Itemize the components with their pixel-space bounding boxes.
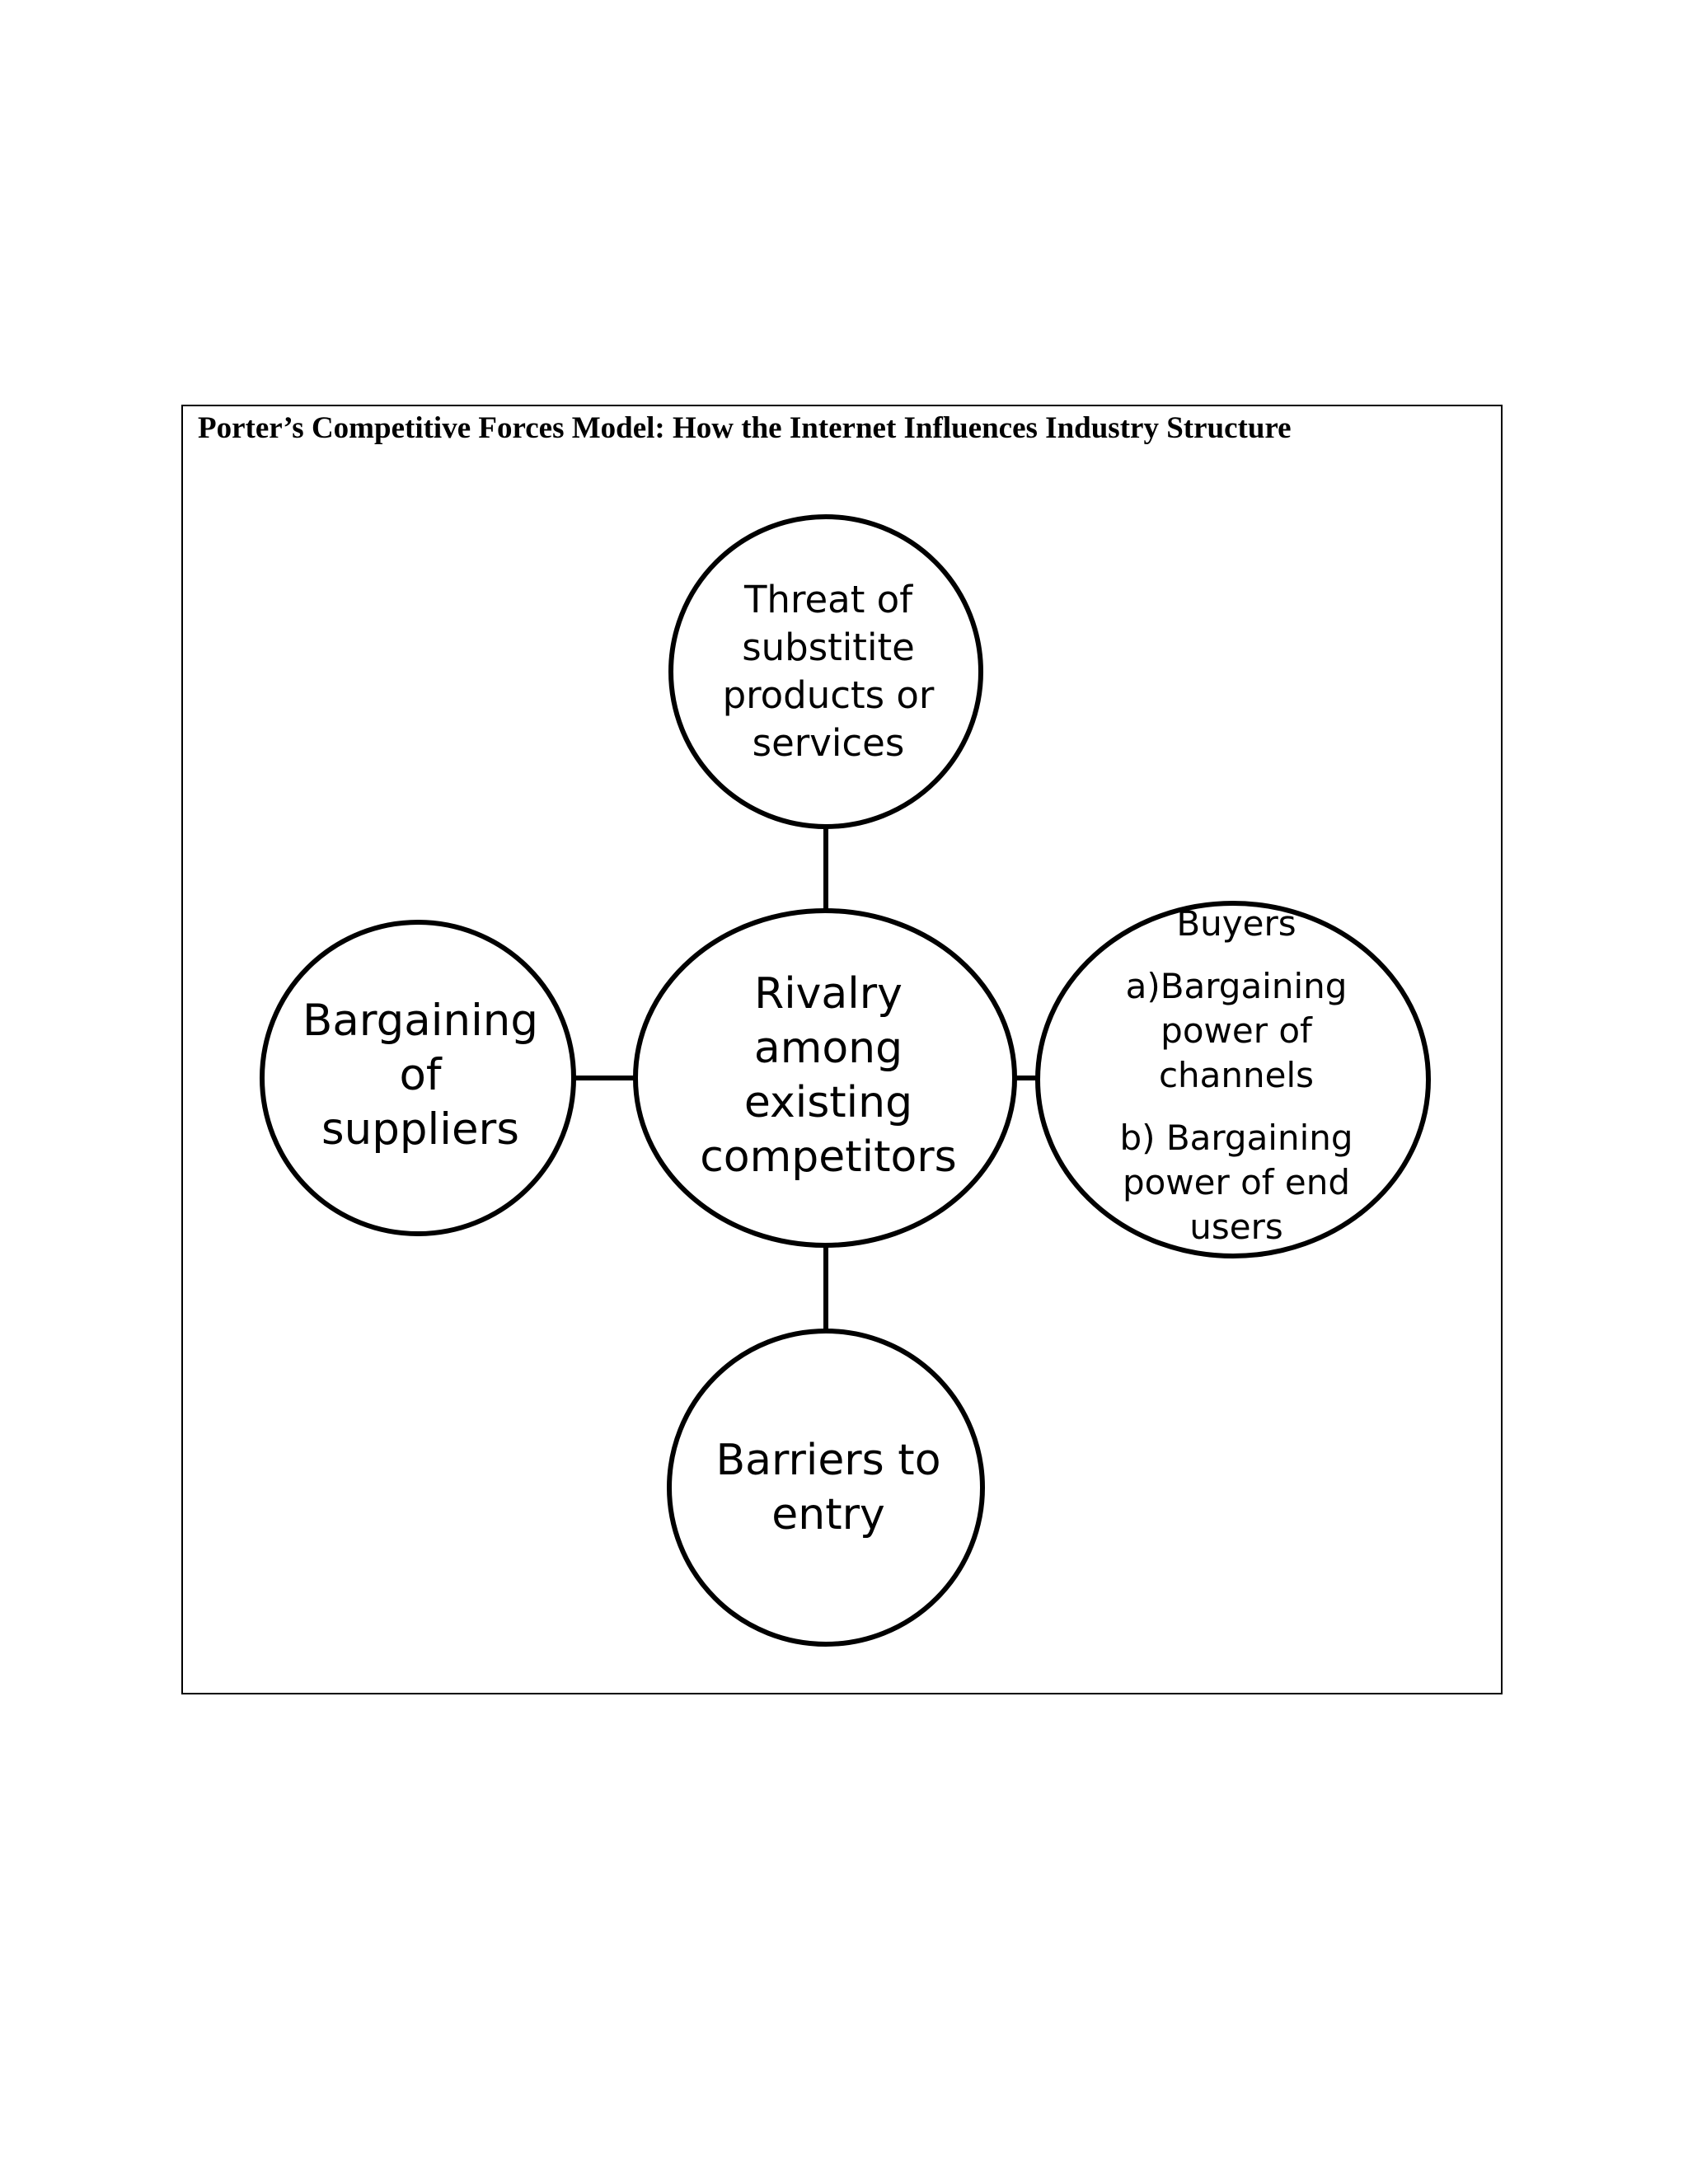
threat-line-1: Threat of	[743, 578, 913, 621]
suppliers-line-3: suppliers	[321, 1104, 519, 1155]
diagram-title: Porter’s Competitive Forces Model: How t…	[198, 411, 1292, 445]
rivalry-line-3: existing	[743, 1078, 913, 1127]
rivalry-line-4: competitors	[700, 1132, 957, 1182]
node-barriers-circle	[667, 1329, 985, 1647]
threat-line-2: substitite	[742, 626, 915, 669]
node-barriers-label: Barriers to entry	[692, 1430, 964, 1545]
node-buyers-circle	[1035, 901, 1431, 1258]
node-rivalry-label: Rivalry among existing competitors	[676, 968, 981, 1183]
threat-line-3: products or	[722, 673, 935, 717]
threat-line-4: services	[752, 721, 905, 765]
diagram-frame	[181, 405, 1503, 1694]
buyers-heading: Buyers	[1176, 903, 1296, 944]
buyers-item-b-line-1: b) Bargaining	[1119, 1118, 1353, 1158]
node-suppliers-label: Bargaining of suppliers	[280, 985, 560, 1166]
barriers-line-2: entry	[771, 1490, 885, 1540]
node-buyers-label: Buyers a)Bargaining power of channels b)…	[1104, 902, 1368, 1256]
node-suppliers-circle	[260, 920, 576, 1236]
rivalry-line-2: among	[753, 1024, 903, 1073]
node-threat-circle	[668, 514, 983, 829]
buyers-item-a-line-2: power of	[1160, 1010, 1312, 1051]
buyers-item-a-line-3: channels	[1158, 1055, 1315, 1095]
buyers-item-b-line-2: power of end	[1122, 1162, 1351, 1202]
buyers-item-a-line-1: a)Bargaining	[1125, 966, 1348, 1006]
suppliers-line-1: Bargaining	[302, 996, 539, 1046]
suppliers-line-2: of	[399, 1050, 442, 1100]
barriers-line-1: Barriers to	[715, 1436, 941, 1485]
node-threat-label: Threat of substitite products or service…	[709, 573, 948, 771]
rivalry-line-1: Rivalry	[754, 969, 903, 1019]
buyers-item-b-line-3: users	[1189, 1207, 1283, 1247]
node-rivalry-circle	[633, 908, 1017, 1248]
